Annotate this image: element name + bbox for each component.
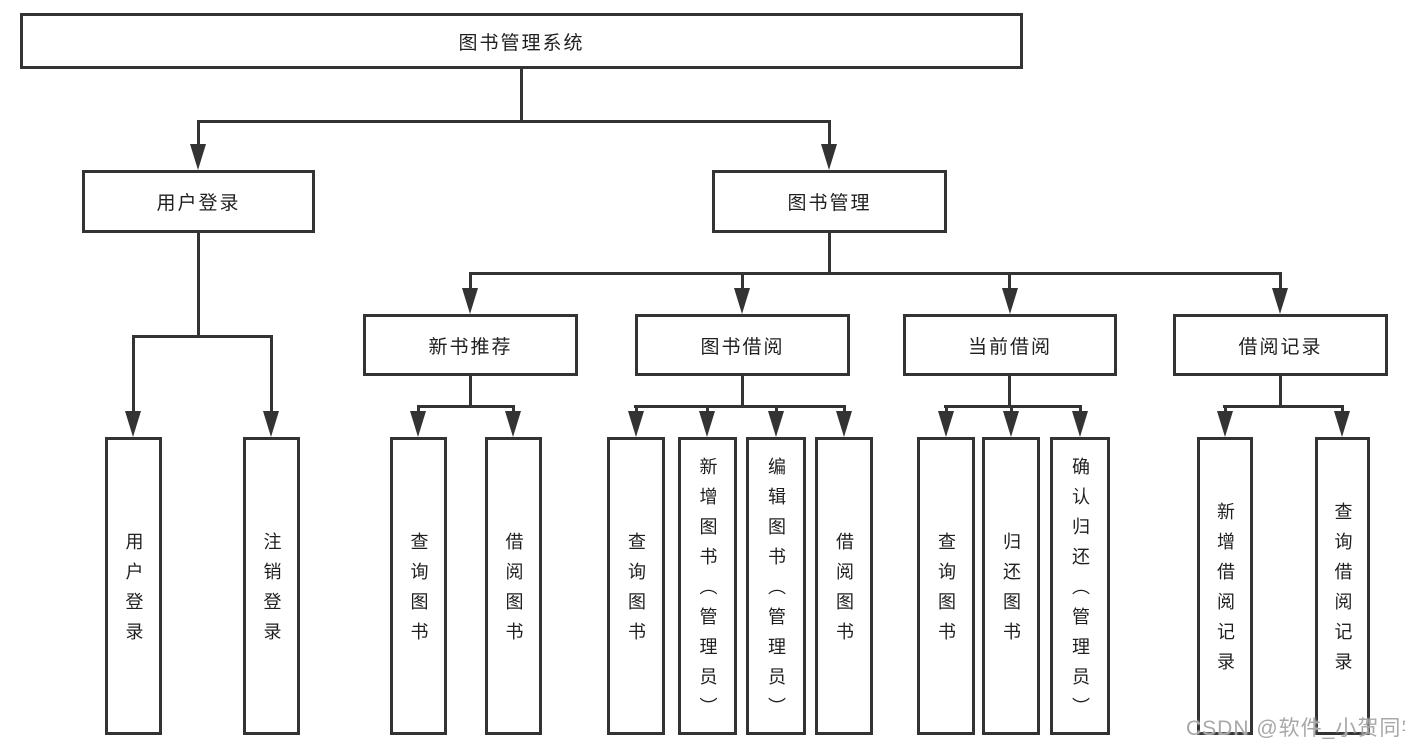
arrowhead-icon bbox=[1334, 411, 1350, 437]
arrowhead-icon bbox=[1216, 411, 1233, 437]
leaf-label: 确认归还（管理员） bbox=[1070, 457, 1090, 727]
connector-line bbox=[1223, 405, 1227, 413]
connector-line bbox=[520, 69, 523, 120]
leaf-query-borrow-record: 查询借阅记录 bbox=[1315, 437, 1370, 735]
connector-line bbox=[1008, 376, 1011, 405]
leaf-label: 查询图书 bbox=[626, 532, 646, 652]
connector-line bbox=[469, 272, 472, 292]
connector-line bbox=[634, 405, 845, 408]
node-current-borrow: 当前借阅 bbox=[903, 314, 1117, 376]
leaf-borrow-books: 借阅图书 bbox=[815, 437, 873, 735]
node-label: 用户登录 bbox=[156, 193, 241, 214]
connector-line bbox=[270, 335, 273, 413]
connector-line bbox=[197, 233, 200, 335]
connector-line bbox=[469, 376, 472, 405]
connector-line bbox=[1279, 376, 1282, 405]
leaf-label: 归还图书 bbox=[1001, 532, 1021, 652]
leaf-query-books-current: 查询图书 bbox=[917, 437, 975, 735]
connector-line bbox=[132, 335, 273, 338]
arrowhead-icon bbox=[263, 411, 279, 437]
arrowhead-icon bbox=[699, 411, 715, 437]
arrowhead-icon bbox=[734, 288, 750, 314]
connector-line bbox=[741, 376, 744, 405]
connector-line bbox=[469, 272, 1282, 275]
connector-line bbox=[944, 405, 1081, 408]
leaf-query-books-borrow: 查询图书 bbox=[607, 437, 665, 735]
arrowhead-icon bbox=[835, 411, 852, 437]
leaf-confirm-return-admin: 确认归还（管理员） bbox=[1050, 437, 1110, 735]
node-label: 图书管理 bbox=[787, 193, 872, 214]
csdn-watermark: CSDN @软件_小贺同学 bbox=[1186, 717, 1405, 740]
leaf-add-borrow-record: 新增借阅记录 bbox=[1197, 437, 1253, 735]
leaf-logout: 注销登录 bbox=[243, 437, 300, 735]
arrowhead-icon bbox=[821, 144, 837, 170]
arrowhead-icon bbox=[505, 411, 521, 437]
node-user-login: 用户登录 bbox=[82, 170, 315, 233]
leaf-label: 查询图书 bbox=[936, 532, 956, 652]
connector-line bbox=[634, 405, 638, 413]
connector-line bbox=[1078, 405, 1082, 413]
leaf-label: 查询借阅记录 bbox=[1332, 502, 1353, 682]
arrowhead-icon bbox=[937, 411, 954, 437]
leaf-label: 借阅图书 bbox=[503, 532, 524, 652]
connector-line bbox=[774, 405, 778, 413]
leaf-label: 借阅图书 bbox=[834, 532, 854, 652]
leaf-edit-books-admin: 编辑图书（管理员） bbox=[746, 437, 806, 735]
connector-line bbox=[417, 405, 515, 408]
leaf-label: 注销登录 bbox=[261, 532, 282, 652]
connector-line bbox=[1008, 272, 1011, 292]
node-root: 图书管理系统 bbox=[20, 13, 1023, 69]
arrowhead-icon bbox=[125, 411, 141, 437]
node-borrow-records: 借阅记录 bbox=[1173, 314, 1388, 376]
connector-line bbox=[512, 405, 515, 413]
arrowhead-icon bbox=[627, 411, 644, 437]
node-label: 借阅记录 bbox=[1238, 336, 1323, 358]
node-label: 当前借阅 bbox=[967, 336, 1052, 358]
leaf-label: 用户登录 bbox=[123, 532, 144, 652]
connector-line bbox=[828, 233, 831, 275]
node-label: 新书推荐 bbox=[428, 336, 513, 358]
connector-line bbox=[197, 120, 831, 123]
connector-line bbox=[1341, 405, 1344, 413]
connector-line bbox=[944, 405, 948, 413]
connector-line bbox=[842, 405, 846, 413]
leaf-borrow-books-recommend: 借阅图书 bbox=[485, 437, 542, 735]
leaf-return-books: 归还图书 bbox=[982, 437, 1040, 735]
connector-line bbox=[197, 120, 200, 146]
leaf-label: 新增图书（管理员） bbox=[697, 457, 718, 727]
connector-line bbox=[741, 272, 744, 292]
connector-line bbox=[1279, 272, 1282, 292]
node-book-borrow: 图书借阅 bbox=[635, 314, 850, 376]
arrowhead-icon bbox=[410, 411, 426, 437]
arrowhead-icon bbox=[462, 288, 478, 314]
node-new-book-recommend: 新书推荐 bbox=[363, 314, 578, 376]
arrowhead-icon bbox=[1002, 411, 1019, 437]
leaf-user-login: 用户登录 bbox=[105, 437, 162, 735]
arrowhead-icon bbox=[1272, 288, 1288, 314]
node-label: 图书借阅 bbox=[700, 336, 785, 358]
leaf-query-books-recommend: 查询图书 bbox=[390, 437, 447, 735]
connector-line bbox=[1009, 405, 1013, 413]
connector-line bbox=[132, 335, 135, 413]
leaf-label: 编辑图书（管理员） bbox=[766, 457, 786, 727]
arrowhead-icon bbox=[1001, 288, 1018, 314]
arrowhead-icon bbox=[767, 411, 784, 437]
connector-line bbox=[828, 120, 831, 146]
node-book-management: 图书管理 bbox=[712, 170, 947, 233]
leaf-label: 查询图书 bbox=[408, 532, 429, 652]
node-root-label: 图书管理系统 bbox=[458, 32, 585, 54]
leaf-add-books-admin: 新增图书（管理员） bbox=[678, 437, 737, 735]
connector-line bbox=[1223, 405, 1344, 408]
connector-line bbox=[706, 405, 709, 413]
connector-line bbox=[417, 405, 420, 413]
arrowhead-icon bbox=[1071, 411, 1088, 437]
arrowhead-icon bbox=[190, 144, 206, 170]
leaf-label: 新增借阅记录 bbox=[1215, 502, 1235, 682]
